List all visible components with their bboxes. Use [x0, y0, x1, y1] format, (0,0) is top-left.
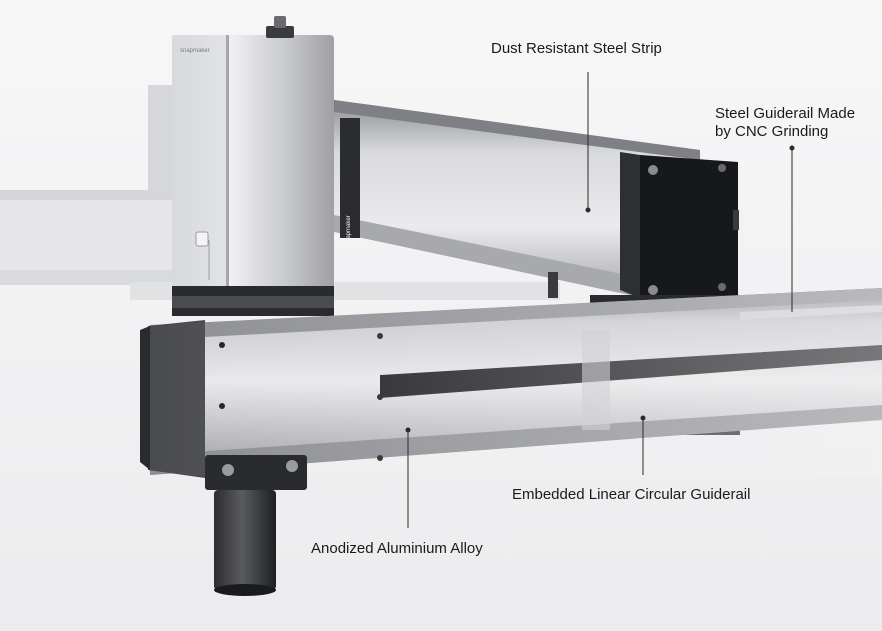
callout-anodized-aluminium: Anodized Aluminium Alloy: [311, 540, 483, 558]
callout-steel-text-line2: by CNC Grinding: [715, 123, 829, 140]
gantry-arm: snapmaker: [334, 100, 739, 310]
arm-brand-mark: snapmaker: [346, 215, 352, 245]
callout-dust-resistant-steel-strip: Dust Resistant Steel Strip: [491, 40, 662, 58]
leader-steel-guiderail-dot: [789, 145, 795, 151]
leader-anodized-alloy-dot: [405, 427, 411, 433]
callout-anodized-text: Anodized Aluminium Alloy: [311, 540, 483, 557]
callout-embedded-text: Embedded Linear Circular Guiderail: [512, 486, 751, 503]
callout-leaders: [405, 72, 795, 528]
callout-dust-text: Dust Resistant Steel Strip: [491, 40, 662, 57]
callout-steel-guiderail: Steel Guiderail Made by CNC Grinding: [715, 105, 855, 141]
callout-embedded-linear-guiderail: Embedded Linear Circular Guiderail: [512, 486, 750, 504]
leader-dust-strip-dot: [585, 207, 591, 213]
head-brand-mark: snapmaker: [180, 48, 210, 54]
front-rail: [140, 288, 882, 478]
laser-head-module: snapmaker: [148, 16, 334, 316]
support-leg: [205, 455, 307, 596]
leader-embedded-guiderail-dot: [640, 415, 646, 421]
callout-steel-text-line1: Steel Guiderail Made: [715, 105, 856, 122]
